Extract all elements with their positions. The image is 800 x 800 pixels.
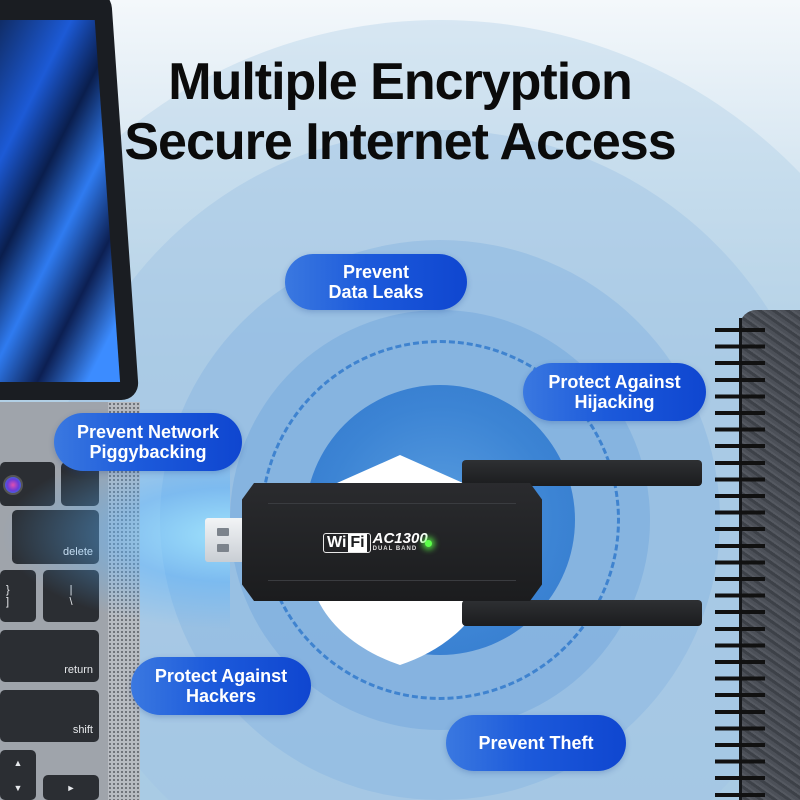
spiral-binding [715, 318, 765, 800]
feature-protect-against-hijacking: Protect Against Hijacking [523, 363, 706, 421]
key-brace: }] [0, 570, 36, 622]
adapter-bevel [268, 503, 516, 581]
key-arrow-right: ► [43, 775, 99, 800]
headline: Multiple Encryption Secure Internet Acce… [0, 52, 800, 172]
model-label: AC1300 DUAL BAND [372, 530, 428, 552]
key-shift: shift [0, 690, 99, 742]
antenna-bottom [462, 600, 702, 626]
siri-icon [3, 475, 23, 495]
key-arrows-up-down: ▲▼ [0, 750, 36, 800]
antenna-top [462, 460, 702, 486]
feature-prevent-data-leaks: Prevent Data Leaks [285, 254, 467, 310]
usb-slot [217, 528, 229, 536]
wifi-adapter-body [242, 483, 542, 601]
feature-protect-against-hackers: Protect Against Hackers [131, 657, 311, 715]
usb-connector [205, 518, 245, 562]
key-backslash: |\ [43, 570, 99, 622]
usb-slot [217, 544, 229, 552]
key-return: return [0, 630, 99, 682]
wifi-logo: Wi Fi AC1300 DUAL BAND [323, 530, 428, 553]
wifi-badge: Wi Fi [323, 532, 371, 553]
headline-line-2: Secure Internet Access [124, 113, 676, 171]
status-led-icon [425, 540, 432, 547]
feature-prevent-network-piggybacking: Prevent Network Piggybacking [54, 413, 242, 471]
headline-line-1: Multiple Encryption [168, 53, 632, 111]
key-delete: delete [12, 510, 99, 564]
feature-prevent-theft: Prevent Theft [446, 715, 626, 771]
